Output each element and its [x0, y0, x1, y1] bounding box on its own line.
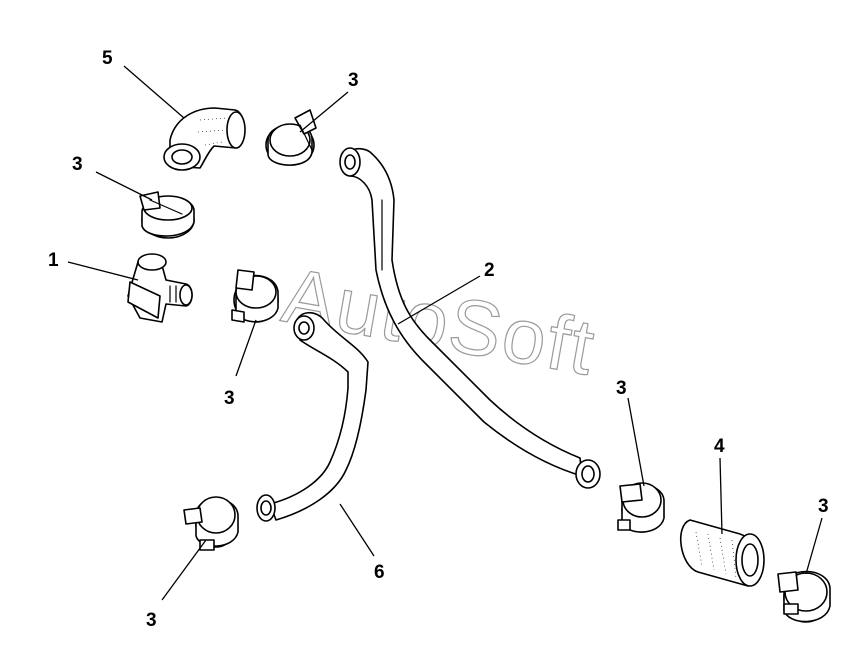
callout-3-left: 3 [72, 154, 83, 175]
angle-fitting-part-1 [127, 253, 193, 323]
callout-1: 1 [48, 250, 59, 271]
callout-3-top: 3 [348, 70, 359, 91]
hose-clamp-right-middle [617, 482, 665, 533]
leader-6 [339, 503, 375, 557]
leader-1 [67, 261, 139, 281]
long-hose-part-2 [339, 147, 601, 489]
leader-3-top [299, 91, 349, 133]
hose-clamp-middle [231, 269, 279, 323]
callout-5: 5 [102, 48, 113, 69]
callout-3-right-middle: 3 [616, 378, 627, 399]
hose-clamp-far-right [777, 570, 831, 623]
leader-4 [719, 457, 723, 535]
leader-2 [397, 275, 481, 325]
callout-6: 6 [374, 562, 385, 583]
leader-5 [123, 65, 185, 119]
elbow-hose-part-5 [163, 107, 246, 171]
leader-3-middle [235, 319, 257, 377]
callout-2: 2 [484, 260, 495, 281]
callout-4: 4 [714, 436, 725, 457]
leader-3-right-middle [627, 397, 645, 487]
leader-3-far-right [805, 517, 823, 575]
leader-3-left [95, 171, 153, 201]
hose-clamp-bottom-left [183, 496, 239, 551]
callout-3-bottom-left: 3 [146, 610, 157, 631]
callout-3-far-right: 3 [818, 496, 829, 517]
hose-clamp-left [139, 191, 195, 239]
lower-hose-part-6 [256, 311, 369, 522]
hose-clamp-top [265, 109, 317, 166]
callout-3-middle: 3 [224, 388, 235, 409]
hose-sleeve-part-4 [680, 519, 765, 587]
leader-3-bottom-left [161, 539, 207, 601]
